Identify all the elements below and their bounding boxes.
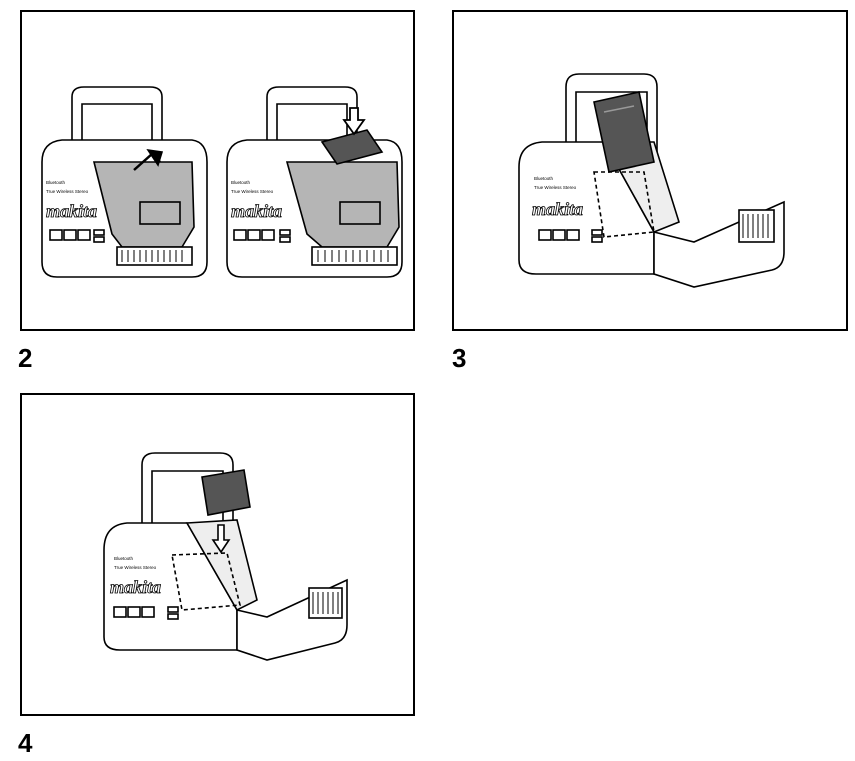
figure-number: 2	[18, 343, 33, 373]
battery-pack	[320, 129, 384, 165]
arrow-down-icon	[211, 524, 231, 554]
battery-pack	[593, 91, 655, 173]
figure-3-illustration: Bluetooth True Wireless Stereo makita	[518, 73, 785, 288]
figure-number: 3	[452, 343, 467, 373]
bluetooth-label: Bluetooth	[534, 176, 554, 181]
brand-logo: makita	[110, 577, 161, 597]
figure-4-illustration: Bluetooth True Wireless Stereo makita	[103, 452, 348, 661]
model-label: True Wireless Stereo	[231, 189, 274, 194]
model-label: True Wireless Stereo	[534, 185, 577, 190]
model-label: True Wireless Stereo	[114, 565, 157, 570]
bluetooth-label: Bluetooth	[231, 180, 251, 185]
bluetooth-label: Bluetooth	[114, 556, 134, 561]
model-label: True Wireless Stereo	[46, 189, 89, 194]
radio-right	[226, 86, 403, 278]
radio-open	[518, 73, 785, 288]
figure-3-panel: Bluetooth True Wireless Stereo makita	[452, 10, 848, 331]
brand-logo: makita	[532, 199, 583, 219]
brand-logo: makita	[231, 201, 282, 221]
brand-logo: makita	[46, 201, 97, 221]
bluetooth-label: Bluetooth	[46, 180, 66, 185]
figure-2-illustration: Bluetooth True Wireless Stereo makita	[41, 86, 403, 278]
figure-4-panel: Bluetooth True Wireless Stereo makita	[20, 393, 415, 716]
radio-left	[41, 86, 208, 278]
figure-2-panel: Bluetooth True Wireless Stereo makita	[20, 10, 415, 331]
battery-pack	[201, 469, 251, 516]
figure-number: 4	[18, 728, 33, 758]
arrow-down-icon	[342, 107, 366, 136]
radio-open	[103, 452, 348, 661]
